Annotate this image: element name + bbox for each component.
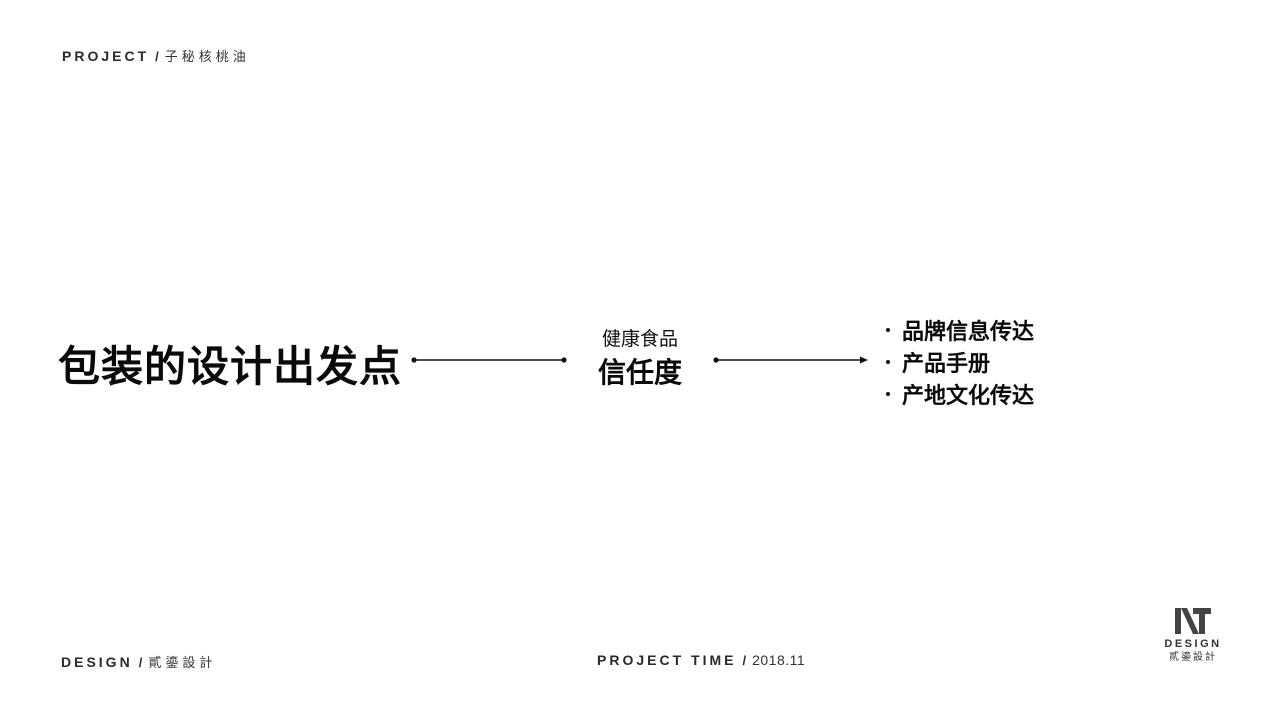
footer-separator: / — [138, 655, 143, 670]
bullet-text: 品牌信息传达 — [902, 319, 1035, 344]
page-header: PROJECT / 子秘核桃油 — [62, 46, 250, 64]
logo-subtitle: 貳鎏設計 — [1169, 652, 1217, 663]
bullet-text: 产品手册 — [902, 351, 991, 376]
time-separator: / — [742, 653, 747, 668]
design-label: DESIGN — [61, 654, 133, 670]
middle-subtitle: 健康食品 — [601, 329, 678, 350]
studio-name: 貳鎏設計 — [148, 655, 217, 670]
list-item: 产品手册 — [884, 346, 1034, 378]
header-separator: / — [155, 49, 159, 64]
time-label: PROJECT TIME — [597, 652, 737, 668]
footer-project-time: PROJECT TIME / 2018.11 — [597, 652, 805, 668]
bullet-icon — [886, 328, 890, 332]
connector-right — [712, 354, 870, 366]
bullet-icon — [886, 360, 890, 364]
footer-design: DESIGN / 貳鎏設計 — [61, 652, 216, 671]
bullet-icon — [886, 392, 890, 396]
project-label: PROJECT — [62, 48, 150, 64]
nt-monogram-icon — [1175, 608, 1211, 634]
main-title: 包装的设计出发点 — [58, 343, 403, 390]
connector-left — [410, 354, 568, 366]
studio-logo: DESIGN 貳鎏設計 — [1160, 606, 1226, 664]
arrow-left-icon — [411, 357, 567, 363]
project-name: 子秘核桃油 — [164, 49, 250, 64]
list-item: 品牌信息传达 — [884, 314, 1034, 346]
logo-wordmark: DESIGN — [1164, 638, 1222, 650]
time-value: 2018.11 — [752, 652, 806, 668]
list-item: 产地文化传达 — [884, 378, 1034, 410]
arrow-right-icon — [713, 356, 868, 364]
bullet-text: 产地文化传达 — [902, 383, 1035, 408]
middle-title: 信任度 — [597, 357, 682, 388]
middle-block: 健康食品 信任度 — [570, 327, 710, 391]
bullet-list: 品牌信息传达 产品手册 产地文化传达 — [884, 314, 1034, 410]
